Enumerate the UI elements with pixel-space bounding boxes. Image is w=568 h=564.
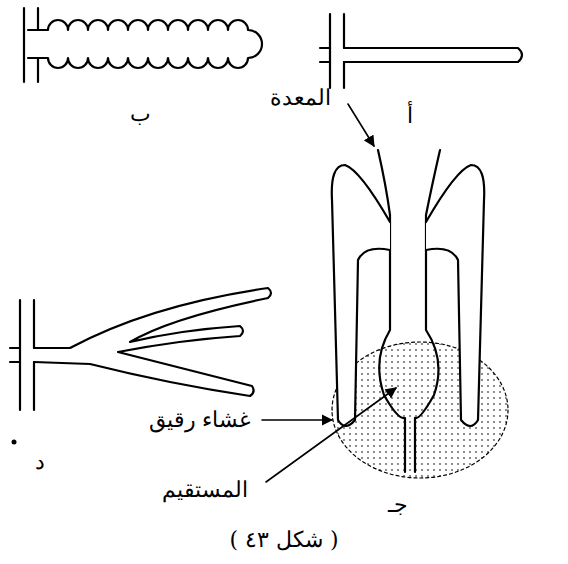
simple-tubular-gland bbox=[320, 14, 522, 88]
figure-letter: أ bbox=[407, 103, 413, 129]
figure-caption: ( شكل ٤٣ ) bbox=[229, 527, 338, 553]
figure-letter: د bbox=[35, 449, 45, 475]
leader-arrow bbox=[266, 388, 396, 482]
part-name: المعدة bbox=[270, 85, 331, 111]
leader-arrow bbox=[262, 419, 332, 421]
leader-arrow bbox=[348, 104, 374, 146]
dot-mark bbox=[12, 440, 17, 445]
part-name: غشاء رقيق bbox=[149, 407, 252, 433]
compound-gland bbox=[332, 150, 508, 478]
branched-gland bbox=[10, 288, 271, 410]
coiled-gland bbox=[24, 8, 262, 82]
part-name: المستقيم bbox=[162, 477, 248, 503]
figure-letter: جـ bbox=[388, 492, 408, 518]
figure-letter: ب bbox=[130, 101, 151, 127]
